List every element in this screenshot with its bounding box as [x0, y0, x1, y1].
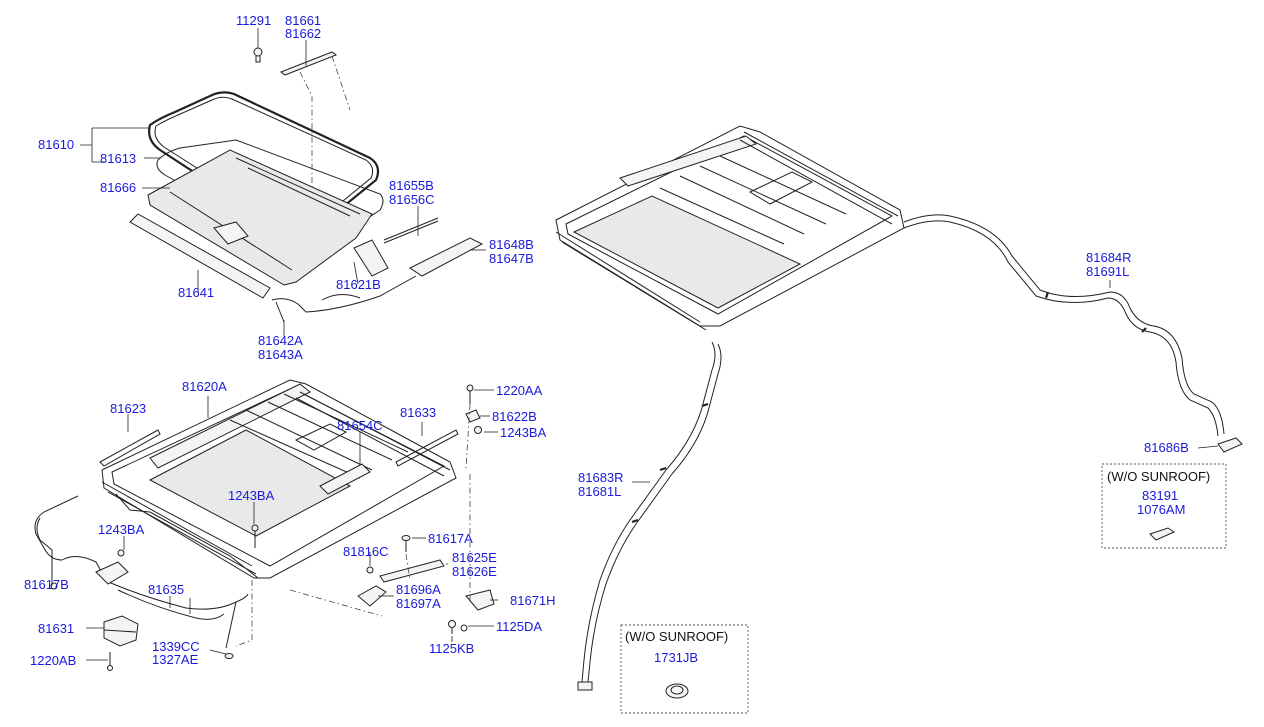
bracket-81696A — [357, 585, 387, 607]
bolt-1220AA — [466, 384, 474, 404]
bolt-1243BA-left — [117, 549, 125, 557]
label-81635: 81635 — [148, 582, 184, 597]
label-83191: 83191 — [1142, 488, 1178, 503]
label-81686B: 81686B — [1144, 440, 1189, 455]
seal-81633 — [395, 429, 459, 467]
label-81654C: 81654C — [337, 418, 383, 433]
label-1243BA-top: 1243BA — [500, 425, 547, 440]
frame-assembly — [34, 379, 495, 671]
weatherstrip-81610 — [148, 91, 380, 239]
wo-sunroof-title-bottom: (W/O SUNROOF) — [625, 629, 728, 644]
label-81613: 81613 — [100, 151, 136, 166]
label-81691L: 81691L — [1086, 264, 1129, 279]
rod-81655B — [383, 217, 439, 241]
label-81633: 81633 — [400, 405, 436, 420]
label-81816C: 81816C — [343, 544, 389, 559]
label-81662: 81662 — [285, 26, 321, 41]
label-81697A: 81697A — [396, 596, 441, 611]
motor-81648B — [409, 237, 484, 277]
bracket-81671H — [465, 589, 495, 611]
screw-1243BA-center — [251, 524, 259, 548]
glass-assembly — [129, 47, 484, 323]
leader-lines — [51, 28, 1219, 661]
label-81681L: 81681L — [578, 484, 621, 499]
label-1125DA: 1125DA — [496, 619, 542, 634]
bracket-81625E — [379, 559, 445, 583]
label-81622B: 81622B — [492, 409, 537, 424]
label-81631: 81631 — [38, 621, 74, 636]
wo-sunroof-title-right: (W/O SUNROOF) — [1107, 469, 1210, 484]
bracket-81661 — [279, 51, 338, 76]
hose-81683R — [581, 341, 716, 683]
label-81683R: 81683R — [578, 470, 624, 485]
bolt-81816C — [366, 566, 374, 574]
cable-81635 — [103, 579, 249, 610]
bolt-1243BA — [474, 426, 482, 434]
cable-81642A — [271, 275, 417, 313]
sunshade-81666 — [147, 149, 373, 286]
label-81648B: 81648B — [489, 237, 534, 252]
plug-1731JB — [665, 683, 689, 699]
label-81696A: 81696A — [396, 582, 441, 597]
part-labels: 11291 81661 81662 81610 81613 81666 8165… — [24, 13, 1210, 668]
glass-frame-81613 — [156, 139, 384, 254]
label-1243BA-left: 1243BA — [98, 522, 145, 537]
label-1731JB: 1731JB — [654, 650, 698, 665]
label-1220AA: 1220AA — [496, 383, 543, 398]
label-81620A: 81620A — [182, 379, 227, 394]
label-1339CC: 1339CC — [152, 639, 200, 654]
label-81643A: 81643A — [258, 347, 303, 362]
wo-sunroof-box-right — [1101, 463, 1227, 549]
label-1125KB: 1125KB — [429, 641, 474, 656]
nut-1125DA — [460, 624, 468, 632]
label-1220AB: 1220AB — [30, 653, 76, 668]
label-81617A: 81617A — [428, 531, 473, 546]
label-11291: 11291 — [236, 13, 271, 28]
trim-81621B — [353, 239, 389, 277]
screw-1125KB — [448, 620, 456, 634]
label-81641: 81641 — [178, 285, 214, 300]
roof-frame — [555, 125, 905, 331]
label-81655B: 81655B — [389, 178, 434, 193]
hose-81684R — [903, 214, 1225, 435]
label-81626E: 81626E — [452, 564, 497, 579]
label-81656C: 81656C — [389, 192, 435, 207]
label-81623: 81623 — [110, 401, 146, 416]
clip-81622B — [465, 409, 481, 423]
bolt-11291 — [253, 47, 263, 63]
label-81621B: 81621B — [336, 277, 381, 292]
label-81684R: 81684R — [1086, 250, 1132, 265]
grommet-81686B — [1217, 437, 1243, 453]
label-81642A: 81642A — [258, 333, 303, 348]
plug-83191 — [1149, 527, 1176, 541]
label-81647B: 81647B — [489, 251, 534, 266]
label-81610: 81610 — [38, 137, 74, 152]
nut-1339CC — [224, 653, 234, 659]
label-81666: 81666 — [100, 180, 136, 195]
label-1243BA-mid: 1243BA — [228, 488, 275, 503]
label-1327AE: 1327AE — [152, 652, 199, 667]
screw-1220AB — [107, 652, 113, 671]
label-1076AM: 1076AM — [1137, 502, 1185, 517]
label-81617B: 81617B — [24, 577, 69, 592]
deflector-81641 — [129, 213, 271, 299]
seal-81623 — [99, 429, 161, 467]
wo-sunroof-box-bottom — [620, 624, 749, 714]
label-81661: 81661 — [285, 13, 321, 28]
label-81671H: 81671H — [510, 593, 556, 608]
label-81625E: 81625E — [452, 550, 497, 565]
hose-81617B — [34, 495, 107, 581]
screw-81617A — [401, 535, 411, 552]
